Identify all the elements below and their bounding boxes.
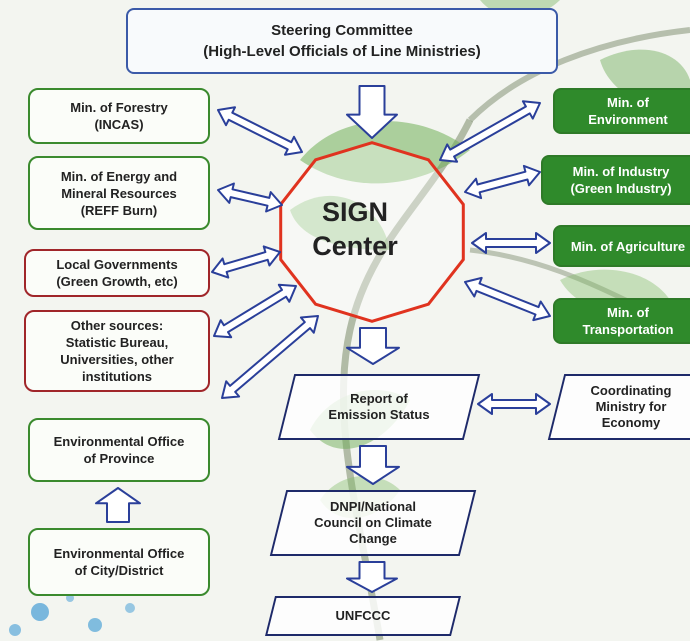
arrow-othersources-sign [213, 283, 297, 339]
box-min-environment: Min. of Environment [553, 88, 690, 134]
arrow-sign-transportation [464, 276, 551, 322]
label-min-transportation: Min. of Transportation [582, 305, 674, 337]
label-env-office-province: Environmental Office of Province [53, 434, 185, 466]
arrow-city-to-province [95, 487, 141, 523]
box-dnpi: DNPI/National Council on Climate Change [269, 490, 477, 556]
arrow-dnpi-to-unfccc [346, 561, 398, 593]
sign-center-label: SIGN Center [312, 197, 398, 261]
arrow-report-to-dnpi [346, 445, 400, 485]
label-other-sources: Other sources: Statistic Bureau, Univers… [60, 318, 174, 384]
arrow-forestry-sign [217, 106, 303, 156]
box-env-office-city: Environmental Office of City/District [28, 528, 210, 596]
steering-committee-label: Steering Committee (High-Level Officials… [203, 22, 481, 60]
arrow-steering-to-sign [346, 85, 398, 139]
box-min-industry: Min. of Industry (Green Industry) [541, 155, 690, 205]
box-env-office-province: Environmental Office of Province [28, 418, 210, 482]
label-min-energy: Min. of Energy and Mineral Resources (RE… [60, 168, 178, 218]
box-other-sources: Other sources: Statistic Bureau, Univers… [24, 310, 210, 392]
box-coordinating-ministry: Coordinating Ministry for Economy [547, 374, 690, 440]
arrow-energy-sign [217, 182, 283, 213]
label-dnpi: DNPI/National Council on Climate Change [314, 499, 432, 546]
box-min-transportation: Min. of Transportation [553, 298, 690, 344]
box-min-forestry: Min. of Forestry (INCAS) [28, 88, 210, 144]
box-min-energy: Min. of Energy and Mineral Resources (RE… [28, 156, 210, 230]
arrow-envoffice-sign [221, 315, 319, 399]
box-local-governments: Local Governments (Green Growth, etc) [24, 249, 210, 297]
label-min-industry: Min. of Industry (Green Industry) [570, 164, 672, 196]
label-report-emission: Report of Emission Status [328, 391, 430, 422]
arrow-sign-to-report [346, 327, 400, 365]
label-coordinating-ministry: Coordinating Ministry for Economy [590, 383, 672, 430]
label-min-environment: Min. of Environment [588, 95, 668, 127]
arrow-report-coordinating [477, 393, 551, 415]
arrow-sign-agriculture [471, 232, 551, 254]
box-min-agriculture: Min. of Agriculture [553, 225, 690, 267]
label-min-agriculture: Min. of Agriculture [570, 238, 686, 254]
steering-committee-box: Steering Committee (High-Level Officials… [126, 8, 558, 74]
box-unfccc: UNFCCC [265, 596, 461, 636]
arrow-sign-industry [464, 164, 541, 200]
label-env-office-city: Environmental Office of City/District [53, 546, 185, 578]
arrow-localgov-sign [211, 245, 281, 279]
label-unfccc: UNFCCC [335, 608, 391, 623]
label-local-governments: Local Governments (Green Growth, etc) [56, 257, 178, 289]
arrow-sign-environment [439, 100, 541, 163]
box-report-emission: Report of Emission Status [277, 374, 481, 440]
label-min-forestry: Min. of Forestry (INCAS) [70, 100, 168, 132]
